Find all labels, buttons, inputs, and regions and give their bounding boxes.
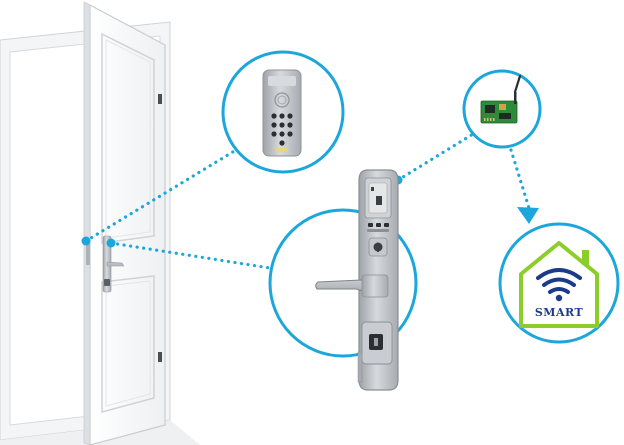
keypad-callout (221, 50, 345, 174)
connector-lock (109, 241, 272, 270)
door-hinge-top (158, 94, 162, 104)
smart-home-wifi-icon: SMART (519, 241, 599, 328)
connector-keypad (84, 148, 238, 243)
smart-home-callout: SMART (498, 222, 620, 344)
module-callout (462, 69, 542, 149)
door-leaf (83, 1, 166, 445)
connectors (84, 129, 531, 270)
door-lock-small (86, 235, 125, 293)
smart-label: SMART (535, 306, 584, 319)
keypad-reader-icon (262, 69, 302, 157)
connector-module (396, 129, 480, 182)
connector-dot-door-right (106, 238, 116, 248)
arrowhead-down (517, 207, 539, 224)
wireless-module-icon (480, 74, 522, 124)
door-hinge-bottom (158, 352, 162, 362)
wifi-icon (536, 268, 582, 294)
smart-lock-handle-icon (315, 169, 399, 391)
connector-dot-door-left (81, 236, 91, 246)
door (0, 1, 200, 445)
connector-smart-home (509, 148, 531, 210)
